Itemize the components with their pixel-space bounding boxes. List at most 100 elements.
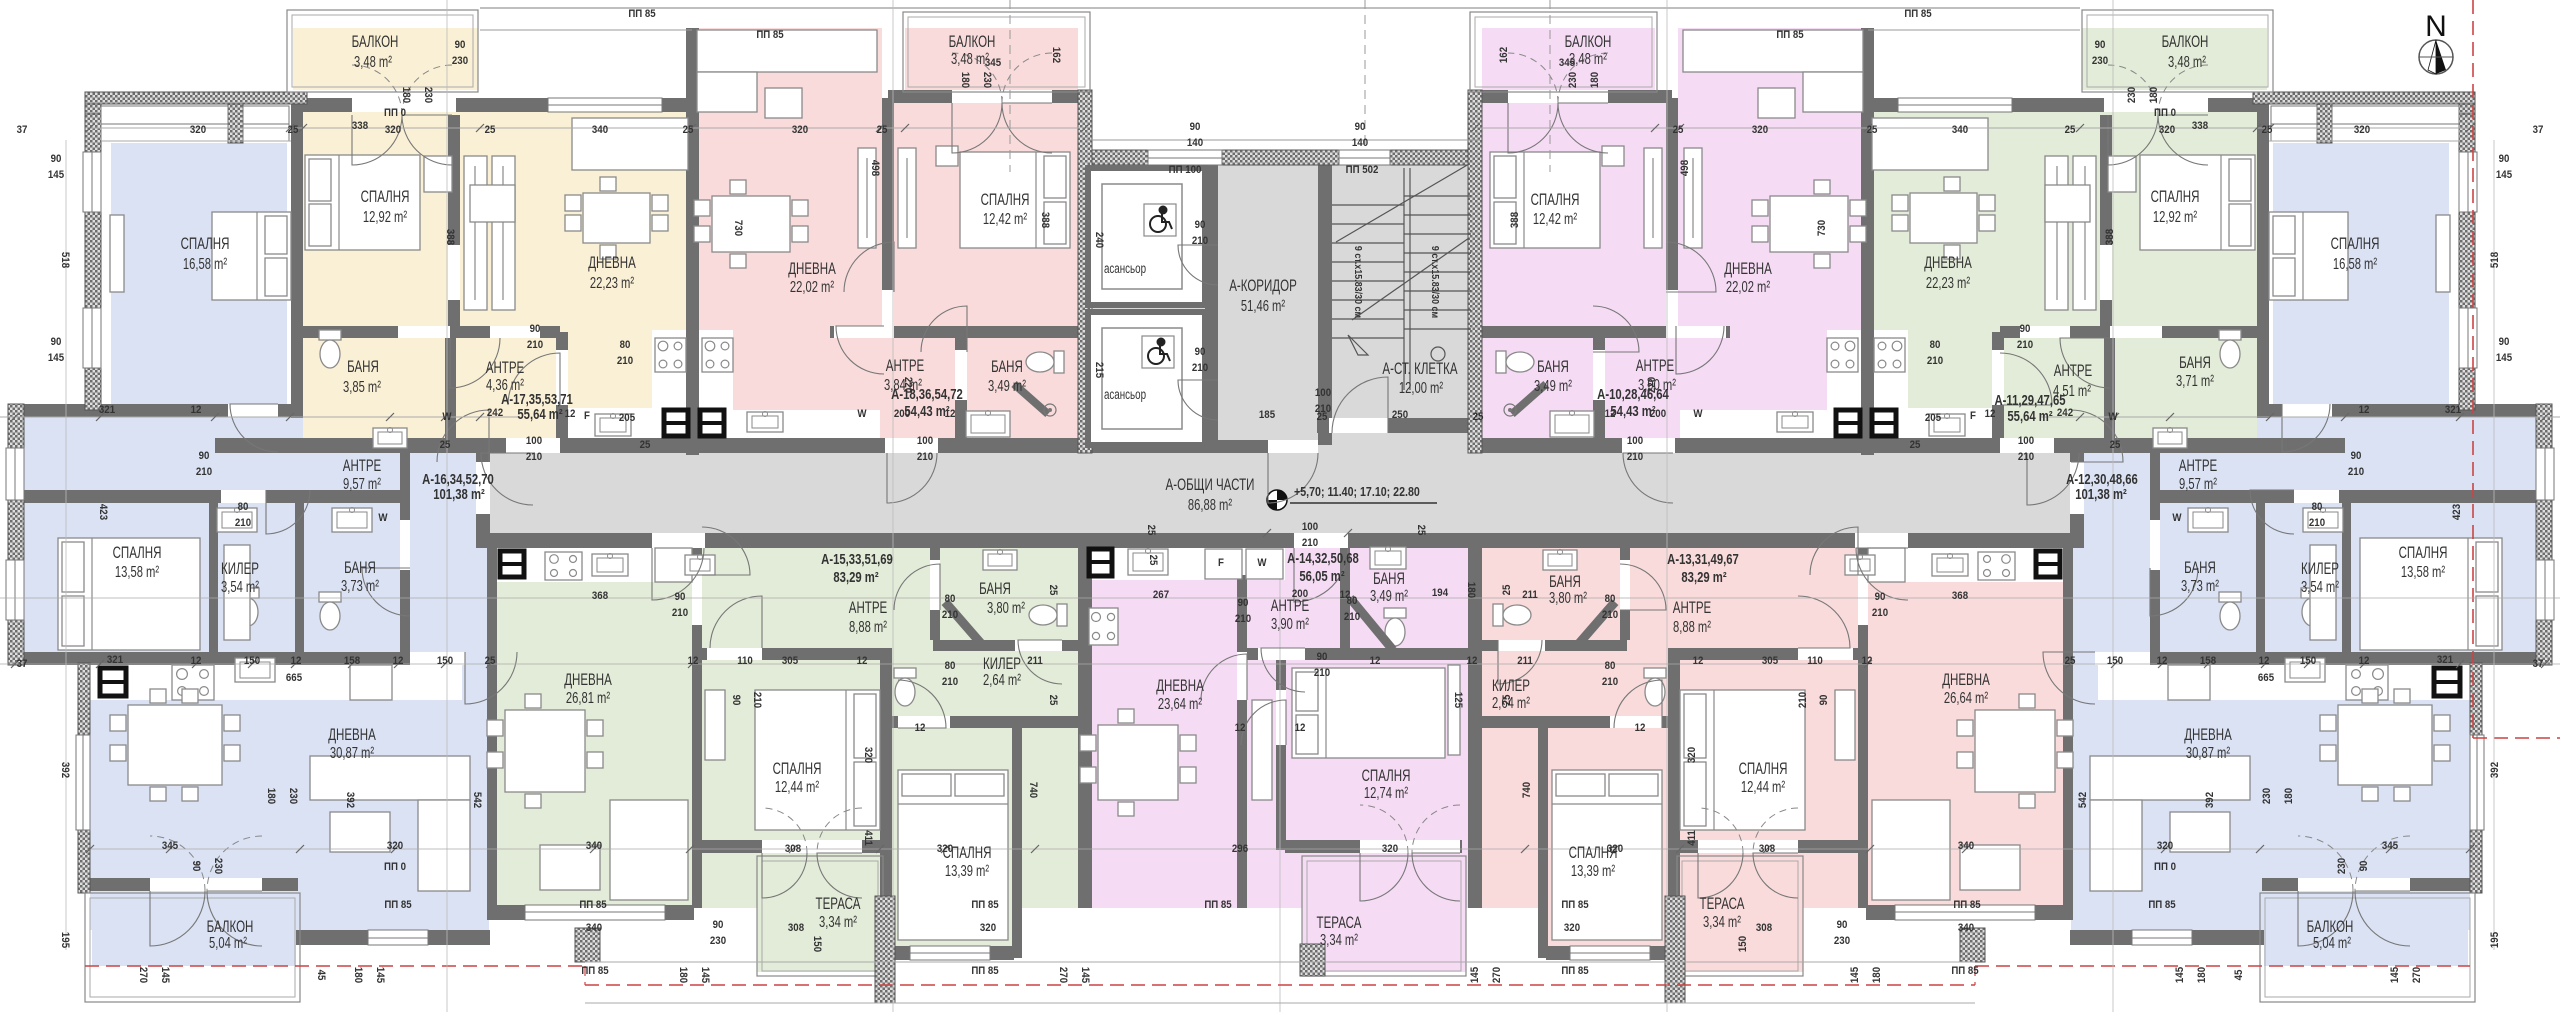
svg-text:90: 90	[1195, 347, 1206, 359]
svg-text:16,58 m²: 16,58 m²	[2333, 254, 2377, 273]
svg-text:12: 12	[1340, 590, 1351, 602]
svg-text:423: 423	[97, 504, 109, 520]
svg-text:210: 210	[617, 356, 633, 368]
svg-text:25: 25	[1047, 585, 1059, 596]
svg-text:4,36 m²: 4,36 m²	[486, 375, 524, 394]
svg-text:320: 320	[2159, 125, 2175, 137]
svg-text:СПАЛНЯ: СПАЛНЯ	[113, 544, 162, 563]
svg-text:12: 12	[1295, 723, 1306, 735]
svg-text:25: 25	[440, 440, 451, 452]
svg-text:411: 411	[862, 830, 874, 846]
svg-text:320: 320	[862, 747, 874, 763]
svg-text:80: 80	[238, 502, 249, 514]
svg-text:12: 12	[393, 656, 404, 668]
svg-text:12,42 m²: 12,42 m²	[1533, 209, 1577, 228]
svg-text:БАЛКОН: БАЛКОН	[207, 918, 254, 937]
svg-text:90: 90	[730, 695, 742, 706]
svg-text:БАЛКОН: БАЛКОН	[2162, 33, 2209, 52]
svg-text:ДНЕВНА: ДНЕВНА	[588, 254, 636, 273]
svg-text:25: 25	[1502, 584, 1514, 595]
svg-text:СПАЛНЯ: СПАЛНЯ	[1362, 767, 1411, 786]
svg-text:210: 210	[235, 518, 251, 530]
svg-text:25: 25	[485, 656, 496, 668]
svg-text:АНТРЕ: АНТРЕ	[1636, 357, 1674, 376]
svg-text:230: 230	[2337, 858, 2349, 874]
svg-text:12: 12	[1235, 723, 1246, 735]
svg-text:12: 12	[915, 723, 926, 735]
svg-text:25: 25	[2065, 656, 2076, 668]
svg-text:740: 740	[1522, 782, 1534, 798]
svg-text:145: 145	[48, 353, 64, 365]
svg-text:W: W	[1257, 558, 1266, 570]
svg-text:АНТРЕ: АНТРЕ	[343, 457, 381, 476]
svg-text:90: 90	[1195, 220, 1206, 232]
svg-text:12,00 m²: 12,00 m²	[1399, 378, 1443, 397]
svg-text:320: 320	[2354, 125, 2370, 137]
svg-text:12: 12	[1693, 656, 1704, 668]
svg-text:90: 90	[713, 920, 724, 932]
svg-text:220: 220	[902, 377, 914, 393]
svg-text:ПП 85: ПП 85	[2148, 900, 2176, 912]
svg-text:90: 90	[1355, 122, 1366, 134]
svg-text:338: 338	[352, 121, 368, 133]
svg-text:3,34 m²: 3,34 m²	[1320, 930, 1358, 949]
svg-text:ПП 502: ПП 502	[1346, 165, 1379, 177]
svg-text:162: 162	[1050, 47, 1062, 63]
svg-text:12: 12	[1862, 656, 1873, 668]
svg-text:388: 388	[444, 229, 456, 245]
svg-text:3,80 m²: 3,80 m²	[987, 598, 1025, 617]
svg-text:ПП 0: ПП 0	[384, 862, 406, 874]
svg-text:ПП 0: ПП 0	[384, 108, 406, 120]
svg-text:210: 210	[1627, 452, 1643, 464]
svg-text:3,71 m²: 3,71 m²	[2176, 371, 2214, 390]
svg-text:25: 25	[288, 125, 299, 137]
svg-text:90: 90	[2020, 324, 2031, 336]
svg-text:F: F	[1218, 558, 1224, 570]
svg-text:СПАЛНЯ: СПАЛНЯ	[981, 191, 1030, 210]
svg-text:асансьор: асансьор	[1104, 386, 1146, 402]
svg-text:100: 100	[1315, 388, 1331, 400]
svg-text:368: 368	[592, 591, 608, 603]
svg-text:90: 90	[675, 592, 686, 604]
svg-text:498: 498	[1680, 160, 1692, 176]
svg-text:296: 296	[1232, 844, 1248, 856]
svg-text:210: 210	[917, 452, 933, 464]
svg-text:90: 90	[1238, 598, 1249, 610]
svg-text:345: 345	[985, 58, 1001, 70]
svg-text:180: 180	[352, 967, 364, 983]
svg-text:140: 140	[1187, 138, 1203, 150]
svg-text:F: F	[1970, 411, 1976, 423]
svg-text:37: 37	[17, 659, 28, 671]
svg-text:210: 210	[1314, 668, 1330, 680]
svg-text:5,04 m²: 5,04 m²	[2313, 933, 2351, 952]
svg-text:12,44 m²: 12,44 m²	[775, 777, 819, 796]
svg-text:392: 392	[344, 792, 356, 808]
svg-text:388: 388	[2105, 229, 2117, 245]
svg-text:37: 37	[2533, 125, 2544, 137]
svg-text:320: 320	[1687, 747, 1699, 763]
svg-text:9 ст.x15.83/30 см: 9 ст.x15.83/30 см	[1429, 246, 1441, 318]
svg-text:211: 211	[1027, 656, 1043, 668]
svg-text:210: 210	[1344, 612, 1360, 624]
svg-text:180: 180	[400, 87, 412, 103]
svg-text:230: 230	[2262, 788, 2274, 804]
svg-text:90: 90	[1837, 920, 1848, 932]
svg-text:730: 730	[1817, 220, 1829, 236]
svg-text:12: 12	[1467, 656, 1478, 668]
svg-text:А-18,36,54,72: А-18,36,54,72	[891, 386, 963, 403]
svg-text:КИЛЕР: КИЛЕР	[2301, 560, 2339, 579]
svg-text:388: 388	[1039, 212, 1051, 228]
svg-text:145: 145	[2175, 967, 2187, 983]
svg-text:80: 80	[945, 661, 956, 673]
svg-text:125: 125	[1452, 692, 1464, 708]
svg-text:305: 305	[782, 656, 798, 668]
svg-text:150: 150	[244, 656, 260, 668]
svg-text:100: 100	[1302, 522, 1318, 534]
svg-text:320: 320	[1607, 844, 1623, 856]
svg-text:БАНЯ: БАНЯ	[347, 358, 379, 377]
svg-text:+5,70; 11.40; 17.10; 22.80: +5,70; 11.40; 17.10; 22.80	[1294, 484, 1420, 499]
svg-text:25: 25	[1673, 125, 1684, 137]
svg-text:210: 210	[942, 610, 958, 622]
svg-text:ПП 0: ПП 0	[2154, 108, 2176, 120]
svg-text:12: 12	[2157, 656, 2168, 668]
